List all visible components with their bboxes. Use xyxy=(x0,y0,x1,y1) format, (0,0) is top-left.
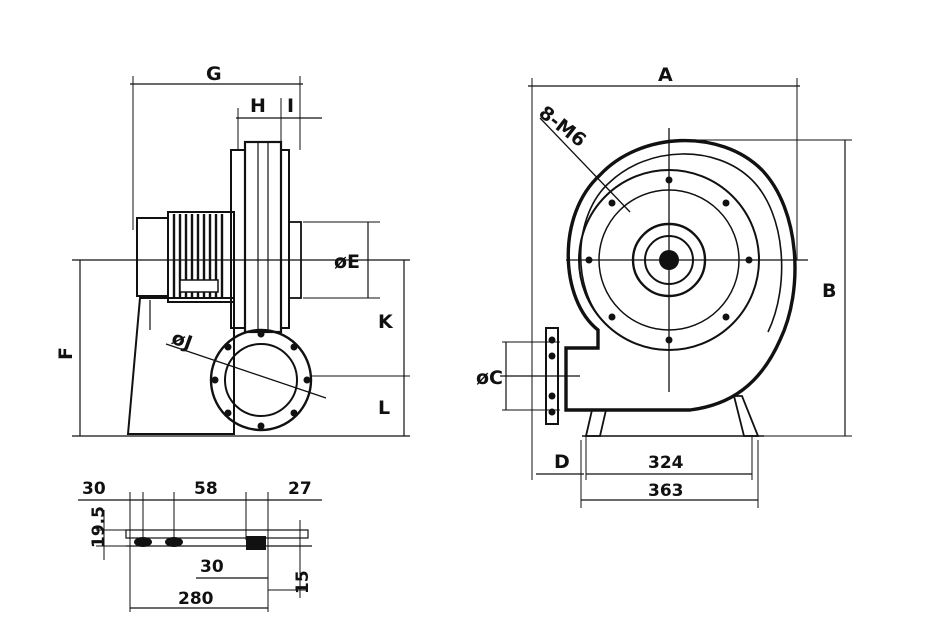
front-feet xyxy=(582,395,764,437)
label-j: øJ xyxy=(169,327,195,355)
stand xyxy=(126,297,235,435)
scroll-housing xyxy=(564,128,808,412)
label-280: 280 xyxy=(178,589,214,609)
label-holes: 8-M6 xyxy=(535,102,590,152)
label-h: H xyxy=(250,95,266,117)
label-324: 324 xyxy=(648,453,684,473)
label-g: G xyxy=(206,63,222,85)
dimension-b: B xyxy=(670,139,852,437)
label-l: L xyxy=(378,397,390,419)
label-i: I xyxy=(287,95,294,117)
dimension-h-i: H I xyxy=(236,95,322,150)
base-detail: 30 58 27 19.5 30 15 280 xyxy=(78,479,322,612)
label-58: 58 xyxy=(194,479,218,499)
label-15: 15 xyxy=(293,570,313,594)
housing-side xyxy=(230,140,302,334)
dimension-f: F xyxy=(55,260,410,437)
label-30-top: 30 xyxy=(82,479,106,499)
label-k: K xyxy=(378,311,394,333)
dimension-k-l: K L xyxy=(310,260,410,436)
dimension-d: D xyxy=(536,451,584,475)
dimension-324-363: 324 363 xyxy=(580,436,759,508)
label-19-5: 19.5 xyxy=(89,506,109,548)
dimension-g: G xyxy=(130,63,303,230)
front-view: A B xyxy=(476,64,852,508)
label-30-bottom: 30 xyxy=(200,557,224,577)
label-a: A xyxy=(658,64,673,86)
label-f: F xyxy=(55,347,77,360)
outlet-flange xyxy=(209,328,313,432)
dimension-e: øE xyxy=(303,221,380,299)
dimension-a: A xyxy=(528,64,800,480)
dimension-j: øJ xyxy=(165,327,327,399)
dimension-c: øC xyxy=(476,341,560,411)
label-363: 363 xyxy=(648,481,684,501)
motor xyxy=(136,211,235,303)
label-c: øC xyxy=(476,367,503,389)
label-b: B xyxy=(822,280,836,302)
label-e: øE xyxy=(334,251,360,273)
side-view: G H I xyxy=(55,63,410,437)
label-d: D xyxy=(554,451,570,473)
label-27: 27 xyxy=(288,479,312,499)
